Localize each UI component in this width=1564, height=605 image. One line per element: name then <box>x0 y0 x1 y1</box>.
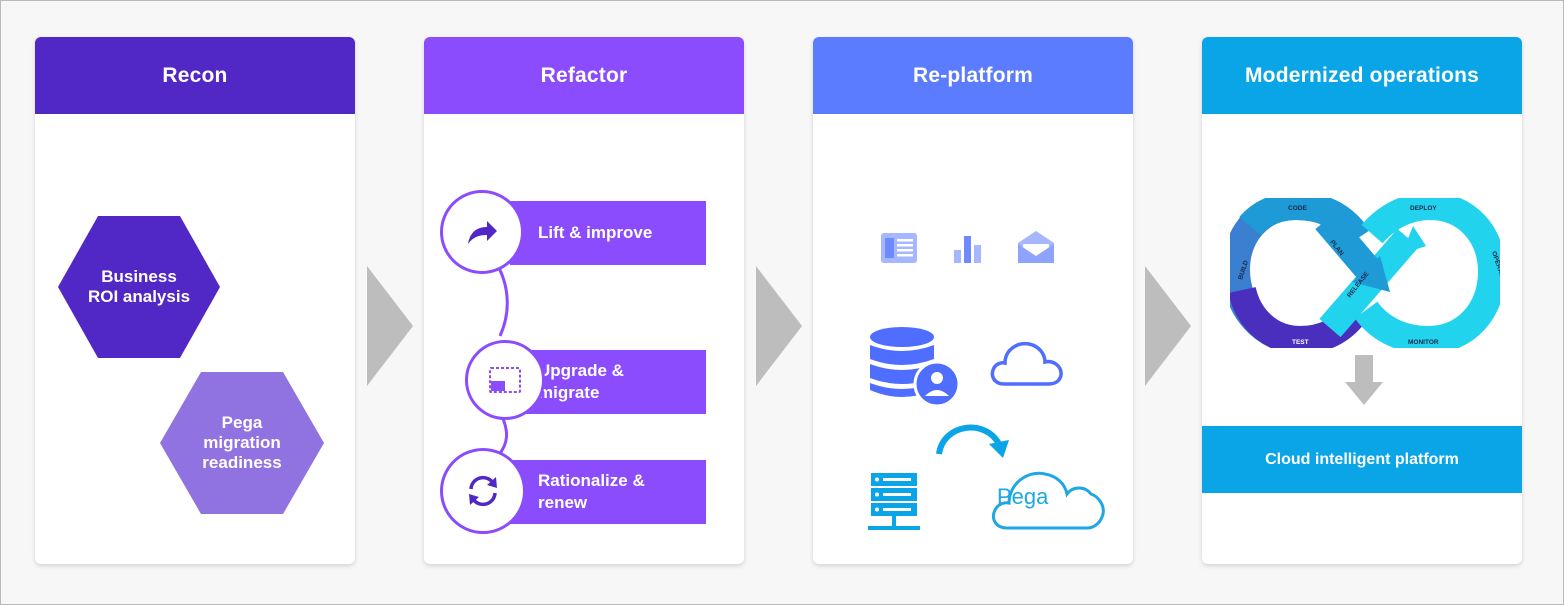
bar-chart-icon <box>954 236 981 263</box>
cloud-platform-label: Cloud intelligent platform <box>1265 450 1459 468</box>
stage-body-operations: CODE PLAN BUILD TEST RELEASE DEPLOY OPER… <box>1202 114 1522 564</box>
stage-body-refactor: Lift & improve Upgrade & migrate Rationa… <box>424 114 744 564</box>
stage-card-recon: Recon Business ROI analysis Pega migrati… <box>35 37 355 564</box>
pega-label: Pega <box>997 484 1049 509</box>
stage-title: Recon <box>162 63 228 87</box>
curved-arrow-icon <box>936 424 1009 458</box>
loop-label-test: TEST <box>1292 339 1309 346</box>
stage-card-operations: Modernized operations CODE PLAN BUILD TE… <box>1202 37 1522 564</box>
database-user-icon <box>870 327 961 406</box>
stage-card-replatform: Re-platform <box>813 37 1133 564</box>
stage-header-replatform: Re-platform <box>813 37 1133 114</box>
cloud-icon <box>990 341 1063 386</box>
stage-title: Re-platform <box>912 63 1034 87</box>
cloud-platform-bar: Cloud intelligent platform <box>1202 426 1522 493</box>
share-arrow-icon <box>468 221 497 244</box>
document-icon <box>881 233 917 263</box>
step-circle-rationalize <box>440 448 526 534</box>
stage-header-refactor: Refactor <box>424 37 744 114</box>
step-circle-lift <box>440 190 524 274</box>
window-resize-icon <box>489 367 521 393</box>
stage-header-operations: Modernized operations <box>1202 37 1522 114</box>
stage-title: Modernized operations <box>1244 63 1480 87</box>
hexagon-pega-readiness <box>160 372 324 514</box>
flow-arrow-2 <box>756 266 802 386</box>
step-label: Lift & improve <box>538 223 653 242</box>
stage-card-refactor: Refactor Lift & improve Upgrade & migrat… <box>424 37 744 564</box>
flow-arrow-3 <box>1145 266 1191 386</box>
stage-header-recon: Recon <box>35 37 355 114</box>
step-rationalize-renew: Rationalize & renew <box>510 460 706 524</box>
stage-body-recon: Business ROI analysis Pega migration rea… <box>35 114 355 564</box>
loop-label-code: CODE <box>1288 205 1307 212</box>
stage-body-replatform: Pega <box>813 114 1133 564</box>
pega-cloud-icon <box>992 471 1105 530</box>
refresh-icon <box>469 475 497 507</box>
step-label: Upgrade & migrate <box>538 361 624 402</box>
hexagon-pega-readiness-label: Pega migration readiness <box>202 413 282 472</box>
step-lift-improve: Lift & improve <box>510 201 706 265</box>
hexagon-business-roi <box>58 216 220 358</box>
step-circle-upgrade <box>465 340 545 420</box>
hexagon-business-roi-label: Business ROI analysis <box>87 267 191 306</box>
loop-label-monitor: MONITOR <box>1408 339 1439 346</box>
down-arrow-icon <box>1345 355 1383 405</box>
stage-title: Refactor <box>540 63 628 87</box>
devops-infinity-loop: CODE PLAN BUILD TEST RELEASE DEPLOY OPER… <box>1230 198 1500 348</box>
loop-label-operate: OPERATE <box>1490 250 1500 282</box>
envelope-icon <box>1018 231 1054 263</box>
flow-arrow-1 <box>367 266 413 386</box>
server-icon <box>868 473 920 530</box>
step-label: Rationalize & renew <box>538 471 645 512</box>
loop-label-deploy: DEPLOY <box>1410 205 1437 212</box>
